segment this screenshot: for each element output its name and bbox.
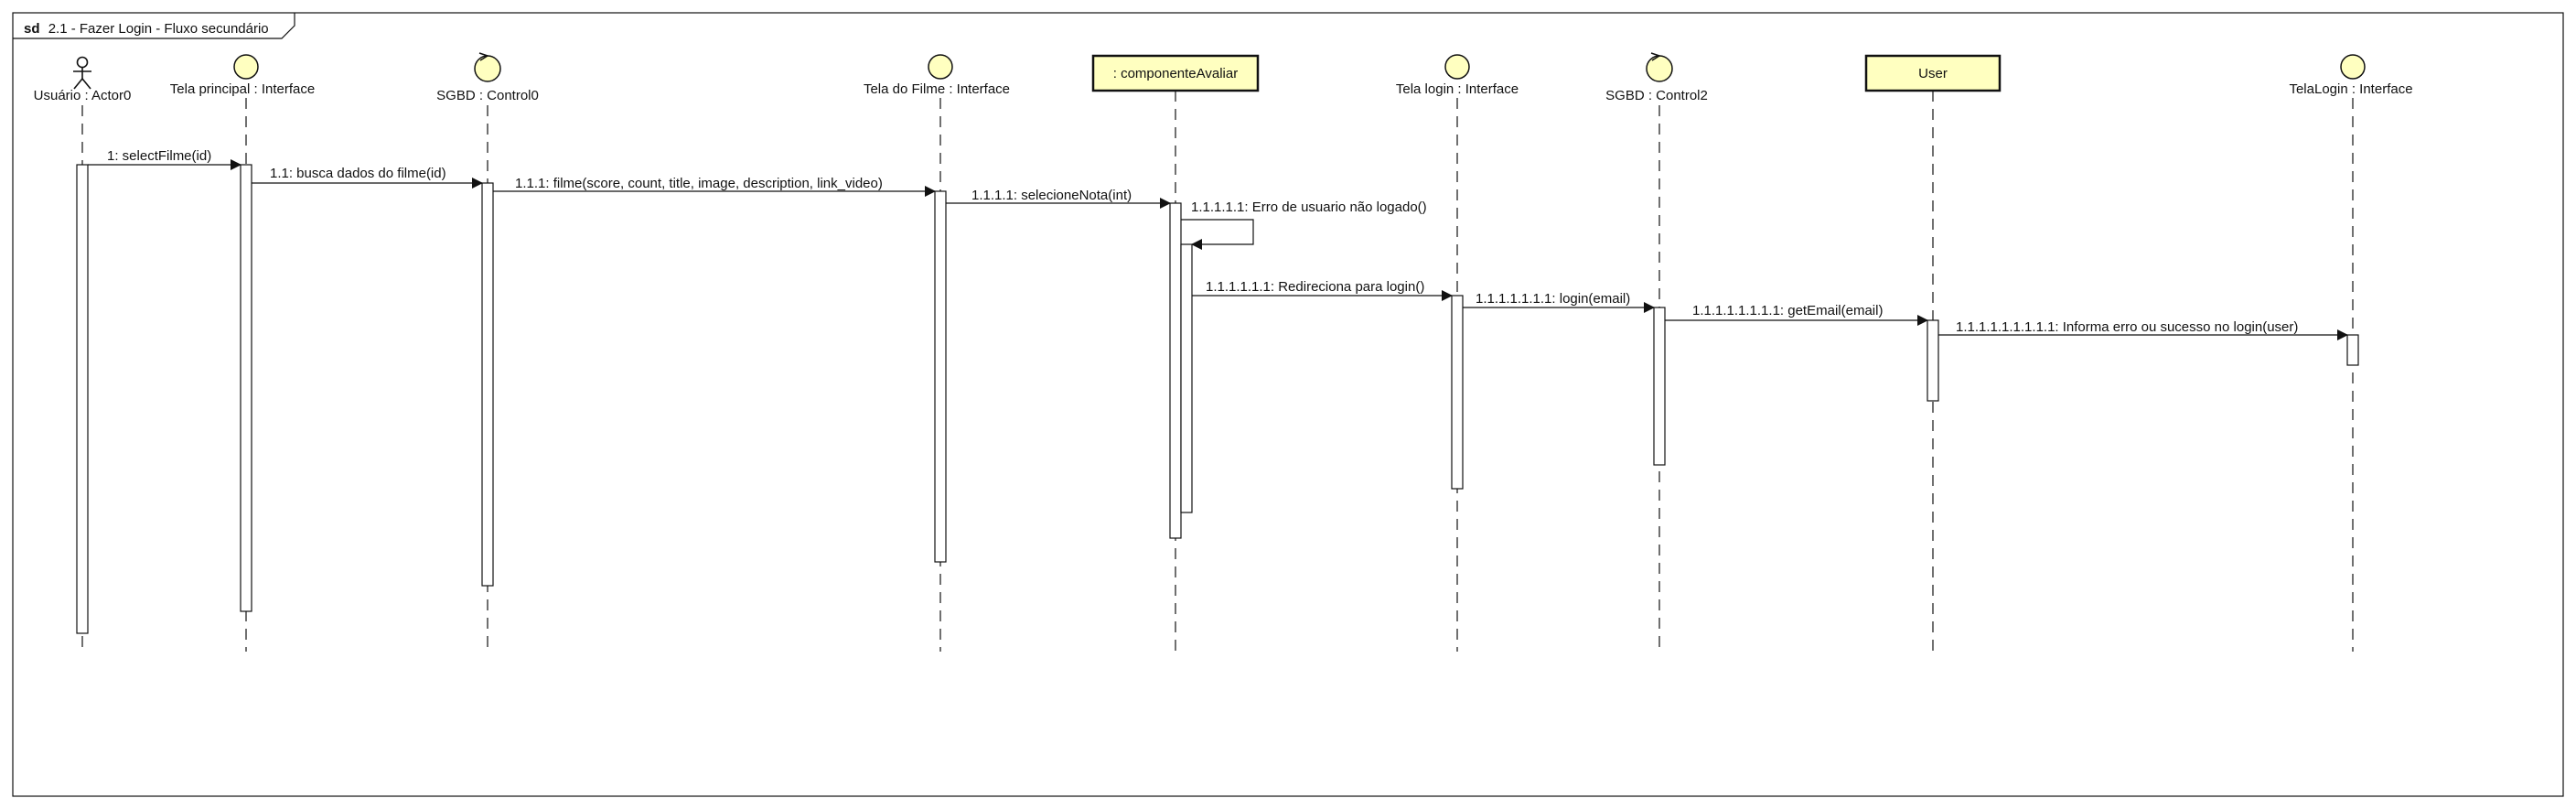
lifeline-user[interactable]: User	[1864, 54, 2002, 652]
activation-bar	[1169, 202, 1182, 539]
message-label: 1.1: busca dados do filme(id)	[270, 166, 446, 181]
lifeline-label: User	[1918, 66, 1948, 81]
activation-bar	[1653, 307, 1666, 466]
message-label: 1.1.1: filme(score, count, title, image,…	[515, 176, 883, 191]
lifeline-sgbd-control0[interactable]: SGBD : Control0	[436, 52, 539, 652]
activation-bar	[1927, 319, 1939, 402]
message-label: 1.1.1.1.1.1: Redireciona para login()	[1206, 279, 1424, 295]
message-label: 1.1.1.1.1.1.1.1: getEmail(email)	[1692, 303, 1883, 318]
svg-text:sd 2.1 - Fazer Login - F: sd 2.1 - Fazer Login - Fluxo secundário	[24, 21, 269, 37]
actor-icon	[73, 56, 91, 90]
message-label: 1: selectFilme(id)	[107, 148, 211, 164]
interaction-frame: sd 2.1 - Fazer Login - Fluxo secundário	[12, 12, 2564, 797]
lifeline-label: SGBD : Control2	[1605, 88, 1708, 103]
frame-title: 2.1 - Fazer Login - Fluxo secundário	[48, 21, 269, 37]
lifelines: Usuário : Actor0 Tela principal : Interf…	[34, 52, 2413, 653]
message-label: 1.1.1.1.1: Erro de usuario não logado()	[1191, 200, 1427, 215]
boundary-icon	[233, 54, 259, 80]
activation-bar	[481, 182, 494, 587]
boundary-icon	[1444, 54, 1470, 80]
activation-bar	[1451, 295, 1464, 490]
activation-bar	[2346, 334, 2359, 366]
control-icon	[474, 52, 501, 82]
message-label: 1.1.1.1.1.1.1.1.1: Informa erro ou suces…	[1956, 319, 2298, 335]
lifeline-label: : componenteAvaliar	[1113, 66, 1238, 81]
control-icon	[1646, 52, 1673, 82]
boundary-icon	[928, 54, 953, 80]
lifeline-telalogin[interactable]: TelaLogin : Interface	[2289, 54, 2413, 652]
activation-bar	[1180, 243, 1193, 513]
activations	[76, 164, 2359, 634]
lifeline-label: Tela do Filme : Interface	[864, 81, 1010, 97]
activation-bar	[240, 164, 252, 612]
activation-bar	[934, 190, 947, 563]
class-box	[1091, 54, 1260, 92]
message-labels: 1: selectFilme(id) 1.1: busca dados do f…	[107, 148, 2298, 335]
lifeline-usuario[interactable]: Usuário : Actor0	[34, 56, 132, 653]
lifeline-sgbd-control2[interactable]: SGBD : Control2	[1605, 52, 1708, 652]
lifeline-label: Tela principal : Interface	[170, 81, 315, 97]
lifeline-label: TelaLogin : Interface	[2289, 81, 2412, 97]
message-label: 1.1.1.1: selecioneNota(int)	[971, 188, 1132, 203]
lifeline-label: Tela login : Interface	[1396, 81, 1519, 97]
lifeline-label: SGBD : Control0	[436, 88, 539, 103]
lifeline-label: Usuário : Actor0	[34, 88, 132, 103]
frame-keyword: sd	[24, 21, 40, 37]
self-message-arrow	[1181, 219, 1254, 250]
message-label: 1.1.1.1.1.1.1: login(email)	[1476, 291, 1630, 307]
activation-bar	[76, 164, 89, 634]
messages	[88, 159, 2348, 340]
boundary-icon	[2340, 54, 2366, 80]
